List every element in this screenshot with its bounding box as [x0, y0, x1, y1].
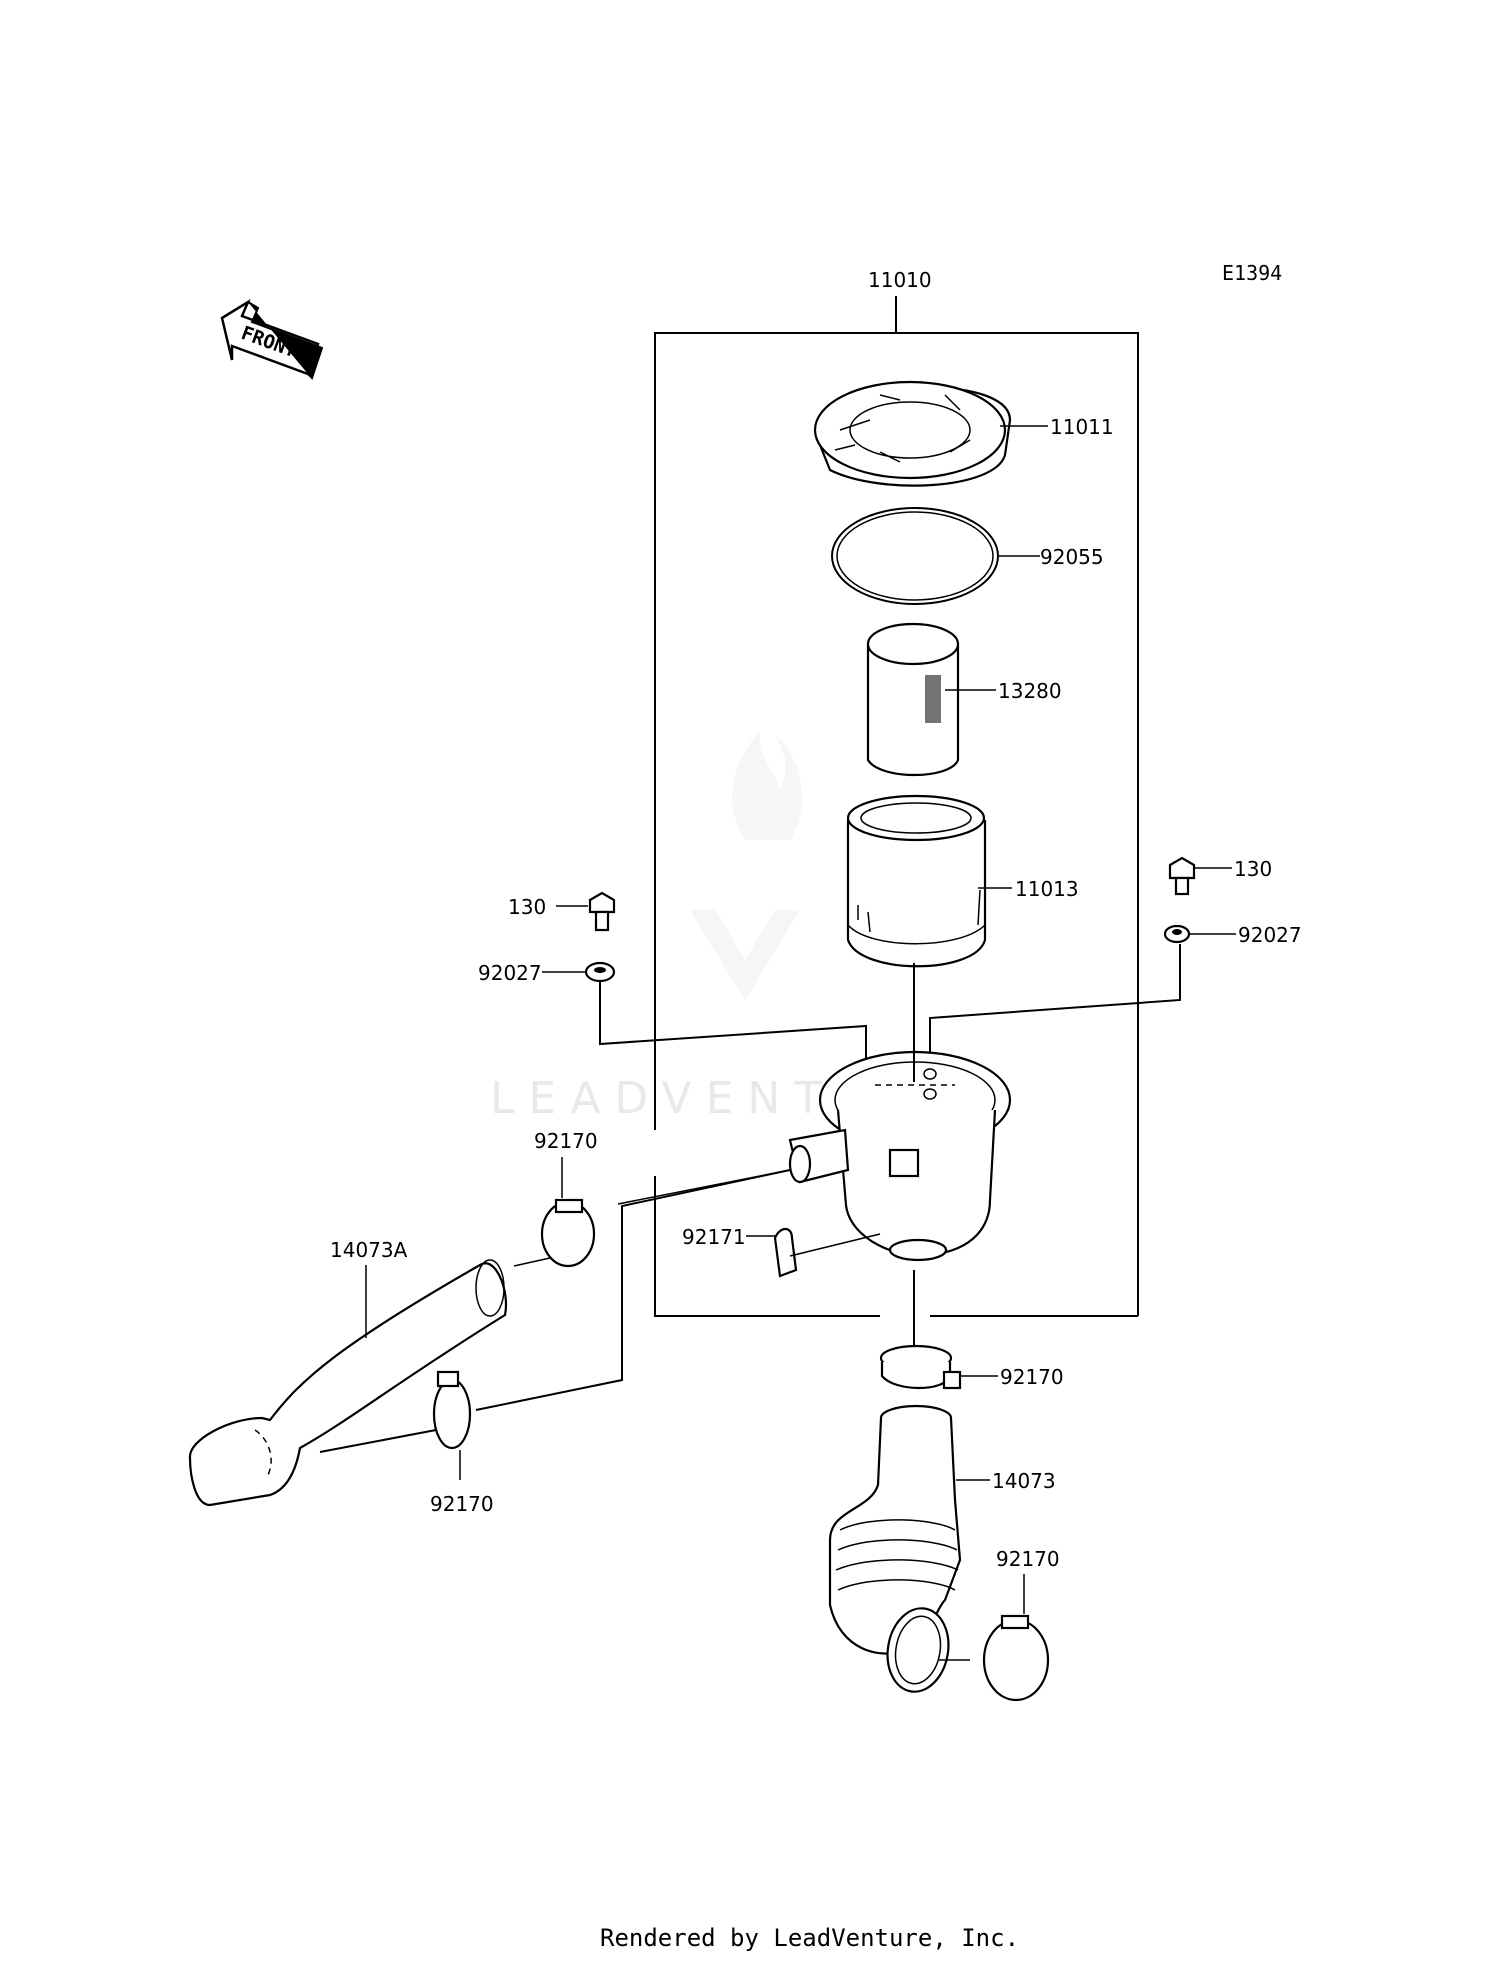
label-11010: 11010 — [868, 268, 932, 292]
bolt-130-left — [588, 891, 616, 932]
footer-credit: Rendered by LeadVenture, Inc. — [600, 1924, 1019, 1952]
assembly-11010-bracket — [654, 296, 1139, 1317]
hose-clamp-92170-top — [540, 1198, 596, 1268]
watermark-logo — [690, 730, 802, 1000]
label-92170-left: 92170 — [430, 1492, 494, 1516]
filter-element-11013 — [846, 794, 987, 968]
washer-92027-right — [1163, 924, 1191, 944]
label-130-left: 130 — [508, 895, 546, 919]
label-92170-bottom: 92170 — [996, 1547, 1060, 1571]
label-92027-left: 92027 — [478, 961, 542, 985]
clip-92171 — [773, 1227, 798, 1278]
label-92055: 92055 — [1040, 545, 1104, 569]
label-11011: 11011 — [1050, 415, 1114, 439]
air-cleaner-housing — [788, 1050, 1012, 1262]
label-92170-top: 92170 — [534, 1129, 598, 1153]
intake-hose-14073A — [188, 1259, 508, 1507]
hose-clamp-92170-left — [432, 1370, 472, 1450]
o-ring-92055 — [831, 507, 999, 605]
hose-clamp-92170-mid — [879, 1344, 962, 1390]
label-11013: 11013 — [1015, 877, 1079, 901]
label-92170-mid: 92170 — [1000, 1365, 1064, 1389]
air-boot-14073 — [828, 1404, 962, 1693]
filter-cap-11011 — [813, 380, 1012, 487]
label-92171: 92171 — [682, 1225, 746, 1249]
washer-92027-left — [584, 961, 616, 983]
label-14073: 14073 — [992, 1469, 1056, 1493]
bolt-130-right — [1168, 856, 1196, 896]
front-arrow-icon: FRONT — [220, 298, 324, 380]
pre-filter-13280 — [866, 622, 960, 776]
label-130-right: 130 — [1234, 857, 1272, 881]
label-92027-right: 92027 — [1238, 923, 1302, 947]
label-14073A: 14073A — [330, 1238, 408, 1262]
diagram-code: E1394 — [1222, 261, 1282, 285]
label-13280: 13280 — [998, 679, 1062, 703]
hose-clamp-92170-bottom — [982, 1614, 1050, 1702]
